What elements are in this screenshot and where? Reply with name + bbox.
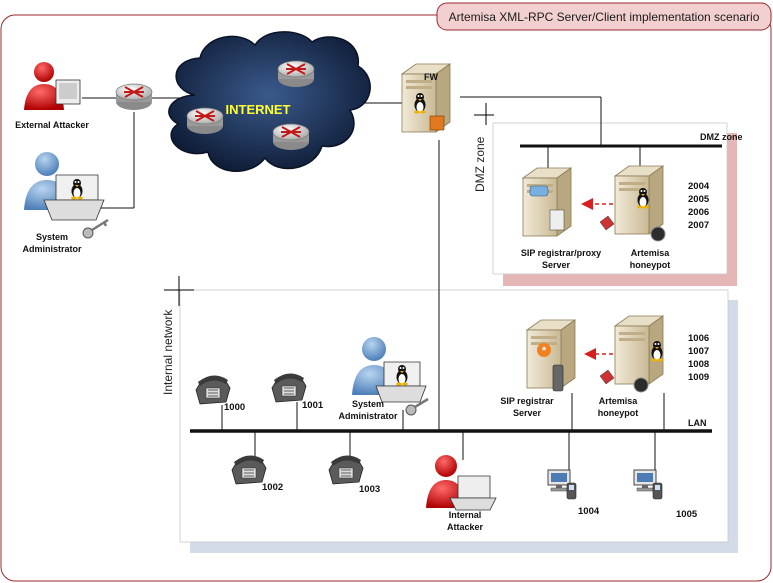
phone-1001: 1001 (271, 372, 324, 411)
svg-text:*: * (542, 345, 547, 357)
dmz-ext-2: 2006 (688, 207, 709, 218)
lan-ext-1: 1007 (688, 346, 709, 357)
asterisk-logo-icon (537, 343, 551, 357)
dmz-zone-label: DMZ zone (473, 136, 487, 192)
dmz-area: DMZ zone DMZ zone (473, 103, 743, 286)
lan-honeypot-label-2: honeypot (598, 408, 639, 418)
internal-attacker: Internal Attacker (426, 455, 497, 532)
phone-1000-label: 1000 (224, 402, 245, 413)
softphone-1004: 1004 (547, 469, 600, 517)
lan-sysadmin-label-2: Administrator (338, 411, 398, 421)
dmz-ext-0: 2004 (688, 181, 710, 192)
phone-1002: 1002 (231, 454, 283, 493)
lan-ext-2: 1008 (688, 359, 709, 370)
internet-cloud: INTERNET (168, 31, 371, 172)
internal-network-label: Internal network (161, 309, 175, 395)
mobile-phone-icon (552, 364, 564, 392)
dmz-honeypot-label-2: honeypot (630, 260, 671, 270)
dmz-ext-1: 2005 (688, 194, 710, 205)
outer-frame (0, 14, 772, 582)
lan-registrar-label-1: SIP registrar (500, 396, 554, 406)
honeypot-pot-icon (650, 226, 666, 242)
title-tab: Artemisa XML-RPC Server/Client implement… (436, 2, 772, 31)
lan-extensions: 1006 1007 1008 1009 (688, 333, 709, 383)
dmz-registrar-label-1: SIP registrar/proxy (521, 248, 601, 258)
phone-1001-label: 1001 (302, 400, 324, 411)
key-icon (405, 397, 429, 416)
softphone-1005: 1005 (633, 469, 698, 520)
dmz-sip-registrar-proxy: SIP registrar/proxy Server (521, 167, 601, 270)
sysadmin-label-1: System (36, 232, 68, 242)
phone-1003: 1003 (328, 454, 380, 495)
dmz-artemisa-honeypot: Artemisa honeypot (599, 165, 671, 270)
diagram-title: Artemisa XML-RPC Server/Client implement… (449, 10, 760, 24)
edge-router-icon (115, 83, 153, 111)
honeypot-pot-icon (633, 377, 649, 393)
attacker-laptop-icon (457, 475, 491, 499)
lan-honeypot-label-1: Artemisa (599, 396, 639, 406)
lan-bus-label: LAN (688, 418, 707, 428)
lan-sip-registrar: * SIP registrar Server (500, 319, 576, 418)
proxy-device-icon (549, 209, 565, 231)
dmz-registrar-label-2: Server (542, 260, 571, 270)
dmz-ext-3: 2007 (688, 220, 709, 231)
internet-router-2-icon (186, 107, 224, 135)
lan-artemisa-honeypot: Artemisa honeypot (598, 315, 664, 418)
dmz-honeypot-label-1: Artemisa (631, 248, 671, 258)
lan-ext-0: 1006 (688, 333, 709, 344)
ser-logo-icon (529, 185, 549, 197)
internet-router-3-icon (272, 123, 310, 151)
sysadmin-external: System Administrator (22, 152, 109, 254)
softphone-1005-label: 1005 (676, 509, 698, 520)
key-icon (82, 218, 109, 239)
firewall-wall-icon (429, 115, 445, 131)
sysadmin-label-2: Administrator (22, 244, 82, 254)
phone-1003-label: 1003 (359, 484, 380, 495)
internal-attacker-label-2: Attacker (447, 522, 484, 532)
fw-label: FW (424, 72, 438, 82)
connections (82, 96, 665, 470)
external-attacker: External Attacker (15, 62, 89, 130)
internet-router-1-icon (277, 60, 315, 88)
external-attacker-label: External Attacker (15, 120, 89, 130)
phone-1000: 1000 (195, 374, 245, 413)
lan-sysadmin-label-1: System (352, 399, 384, 409)
lan-ext-3: 1009 (688, 372, 709, 383)
softphone-1004-label: 1004 (578, 506, 600, 517)
firewall-server: FW (401, 63, 451, 133)
phone-1002-label: 1002 (262, 482, 283, 493)
internet-label: INTERNET (226, 102, 291, 117)
internal-attacker-label-1: Internal (449, 510, 482, 520)
lan-registrar-label-2: Server (513, 408, 542, 418)
dmz-bus-label: DMZ zone (700, 132, 743, 142)
dmz-extensions: 2004 2005 2006 2007 (688, 181, 710, 231)
sysadmin-internal: System Administrator (338, 337, 429, 421)
